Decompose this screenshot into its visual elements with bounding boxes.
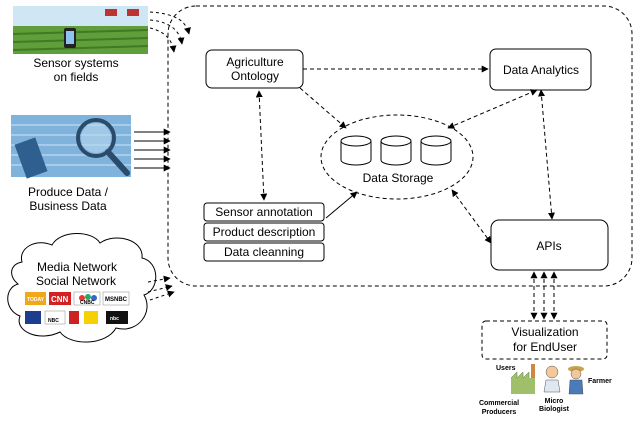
media-feed-arrow [147,275,171,283]
data-cleaning-label: Data cleanning [224,245,304,259]
logo-today: TODAY [27,297,45,303]
produce-label-line1: Produce Data / [28,185,109,199]
preprocess-to-storage-arrow [325,191,358,219]
visualization-label-line2: for EndUser [513,340,577,354]
commercial-label-line2: Producers [482,409,517,416]
logo-msnbc: MSNBC [105,297,128,303]
ontology-to-storage-arrow [299,87,347,129]
sensor-feed-arrow [149,19,185,45]
sensor-annotation-label: Sensor annotation [215,205,312,219]
users-label: Users [496,365,516,372]
micro-label-line2: Biologist [539,406,570,413]
data-storage-ellipse [320,114,474,200]
analytics-apis-arrow [538,89,555,220]
product-description-label: Product description [213,225,316,239]
data-storage-label: Data Storage [363,171,434,185]
database-icons [340,135,452,166]
produce-label-line2: Business Data [29,199,107,213]
sensor-label-line1: Sensor systems [33,56,118,70]
data-cleaning-box [203,242,325,262]
sensor-feed-arrow [149,11,191,35]
ontology-label-line1: Agriculture [226,55,284,69]
logo-nbc-news: nbc [110,316,119,322]
data-analytics-label: Data Analytics [503,63,579,77]
apis-label: APIs [536,239,561,253]
micro-label-line1: Micro [545,398,564,405]
system-boundary [167,5,633,287]
sensor-label-line2: on fields [54,70,99,84]
farmer-icon [568,366,584,395]
media-feed-arrow [147,284,173,293]
microbiologist-icon [543,365,561,393]
logo-cnn: CNN [51,295,69,304]
sensor-field-image [12,6,149,54]
media-logos [25,291,130,325]
product-description-box [203,222,325,242]
visualization-box [481,320,608,360]
storage-analytics-arrow [447,89,538,129]
sensor-annotation-box [203,202,325,222]
commercial-label-line1: Commercial [479,400,519,407]
logo-cnbc: CNBC [80,300,95,306]
media-label-line2: Social Network [36,274,117,288]
apis-box [490,219,609,271]
farmer-label: Farmer [588,378,612,385]
factory-icon [510,364,535,394]
connectors [134,11,558,320]
logo-nbc: NBC [48,318,59,324]
ontology-label-line2: Ontology [231,69,279,83]
ontology-annotation-arrow [255,90,268,201]
sensor-feed-arrow [149,27,177,53]
visualization-label-line1: Visualization [511,325,578,339]
media-feed-arrow [149,290,175,301]
media-label-line1: Media Network [37,260,118,274]
business-chart-image [11,115,131,179]
storage-apis-arrow [451,189,492,244]
